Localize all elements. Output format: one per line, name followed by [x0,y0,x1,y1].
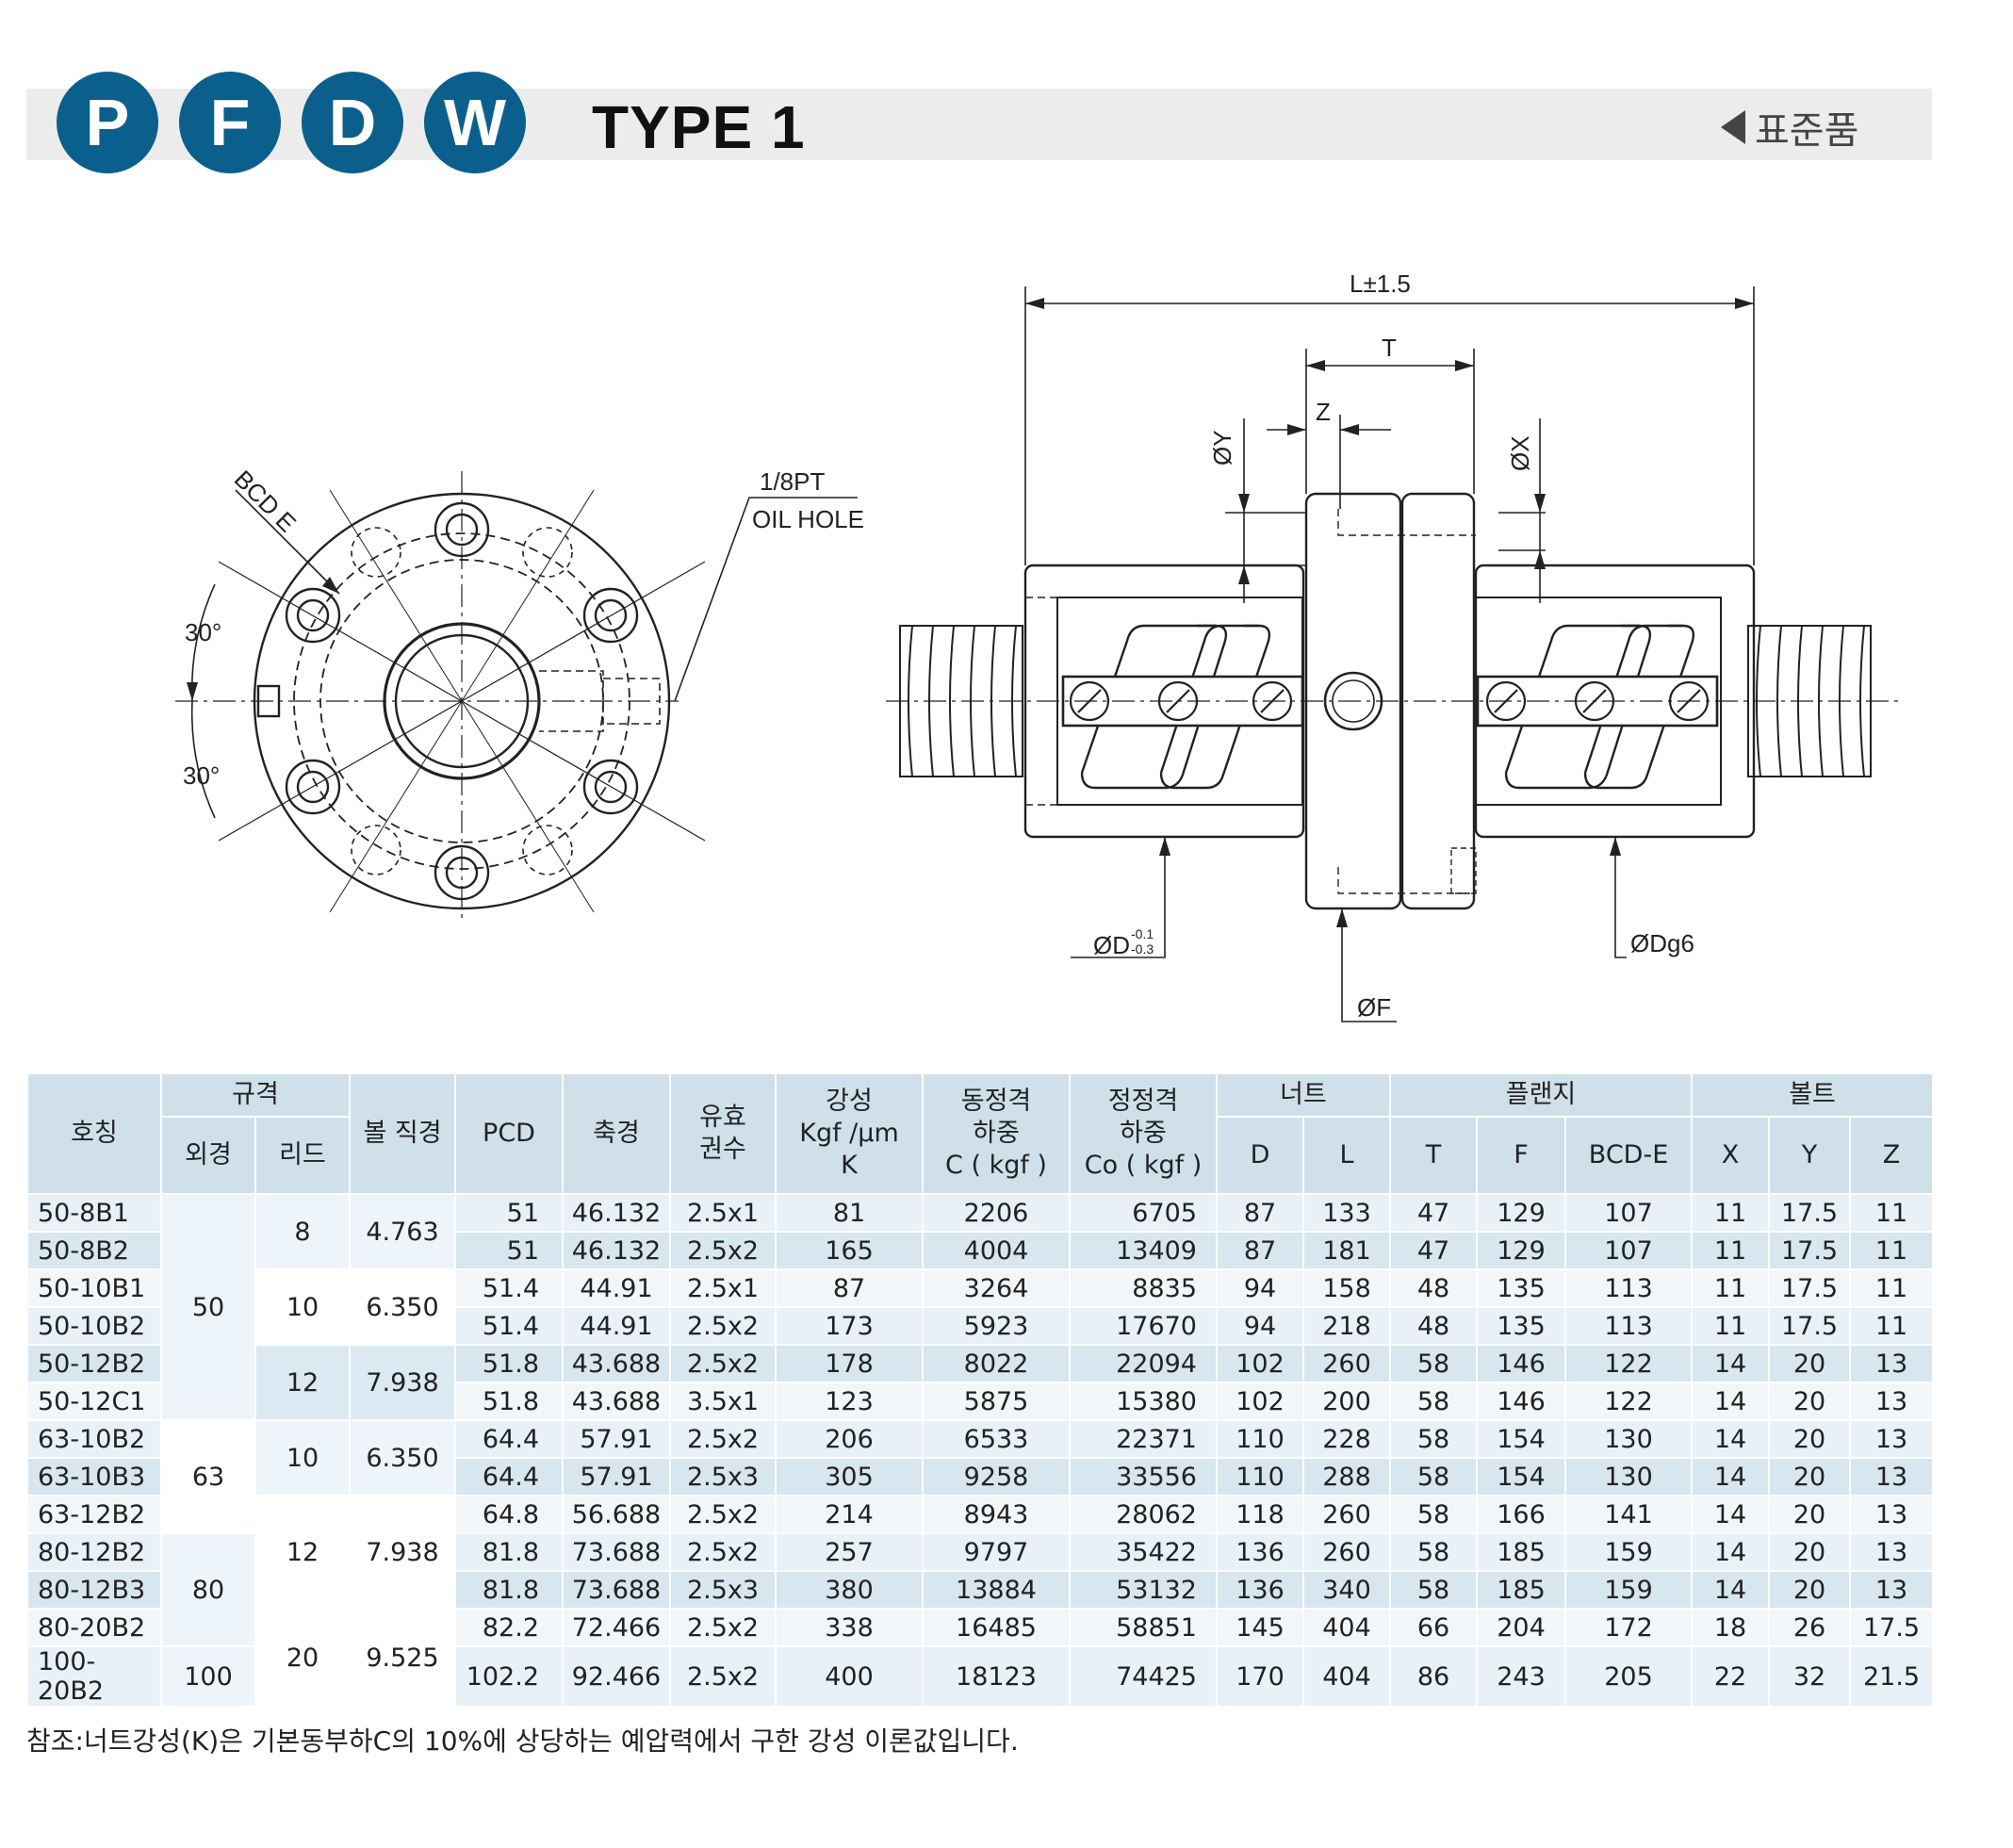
bcd-label: BCD E [229,465,302,537]
y-label: ØY [1208,430,1236,466]
badge-f: F [179,72,281,173]
lead-10b: 10 [254,1419,351,1496]
lead-20: 20 [254,1608,351,1708]
angle-bottom-label: 30° [183,761,220,790]
header-name: 호칭 [26,1072,162,1195]
dg6-label: ØDg6 [1630,929,1694,957]
header-pcd: PCD [454,1072,564,1195]
triangle-left-icon [1721,110,1745,144]
badge-w: W [424,72,526,173]
outer-50: 50 [160,1193,256,1421]
oil-hole-label: OIL HOLE [752,505,864,533]
header-shaft: 축경 [562,1072,671,1195]
ball-10a: 6.350 [349,1268,456,1346]
lead-12b: 12 [254,1495,351,1610]
ball-8: 4.763 [349,1193,456,1270]
header-spec: 규격 [160,1072,351,1118]
outer-80: 80 [160,1532,256,1647]
header-flange-t: T [1389,1116,1478,1195]
outer-100: 100 [160,1645,256,1708]
header-ball: 볼 직경 [349,1072,456,1195]
d-tol-top: -0.1 [1131,926,1154,941]
header-nut: 너트 [1216,1072,1391,1118]
type-title: TYPE 1 [592,93,806,161]
outer-63: 63 [160,1419,256,1534]
ball-12a: 7.938 [349,1344,456,1421]
standard-label[interactable]: 표준품 [1721,100,1858,155]
header-bolt-x: X [1691,1116,1771,1195]
header-nut-l: L [1302,1116,1391,1195]
header-bolt: 볼트 [1691,1072,1935,1118]
header-bolt-y: Y [1768,1116,1852,1195]
badge-p: P [57,72,158,173]
ball-20: 9.525 [349,1608,456,1708]
lead-8: 8 [254,1193,351,1270]
standard-label-text: 표준품 [1755,109,1859,153]
header-lead: 리드 [254,1116,351,1195]
oil-hole-size-label: 1/8PT [760,467,825,496]
angle-top-label: 30° [185,618,221,646]
t-label: T [1382,334,1397,362]
length-label: L±1.5 [1350,270,1411,298]
d-tol-bottom: -0.3 [1131,941,1154,957]
ball-12b: 7.938 [349,1495,456,1610]
header-outer: 외경 [160,1116,256,1195]
header-flange-bcde: BCD-E [1563,1116,1694,1195]
header-nut-d: D [1216,1116,1304,1195]
lead-10a: 10 [254,1268,351,1346]
x-label: ØX [1506,435,1534,471]
header-flange: 플랜지 [1388,1072,1694,1118]
header-bolt-z: Z [1849,1116,1935,1195]
header-flange-f: F [1476,1116,1566,1195]
ball-10b: 6.350 [349,1419,456,1496]
f-label: ØF [1357,993,1391,1022]
badge-d: D [302,72,403,173]
d-label: ØD [1093,931,1130,959]
footnote: 참조:너트강성(K)은 기본동부하C의 10%에 상당하는 예압력에서 구한 강… [26,1725,1019,1757]
lead-12a: 12 [254,1344,351,1421]
technical-drawing: BCD E 30° 30° 1/8PT OIL HOLE L±1.5 T Z Ø… [175,270,1904,1022]
z-label: Z [1316,398,1331,426]
